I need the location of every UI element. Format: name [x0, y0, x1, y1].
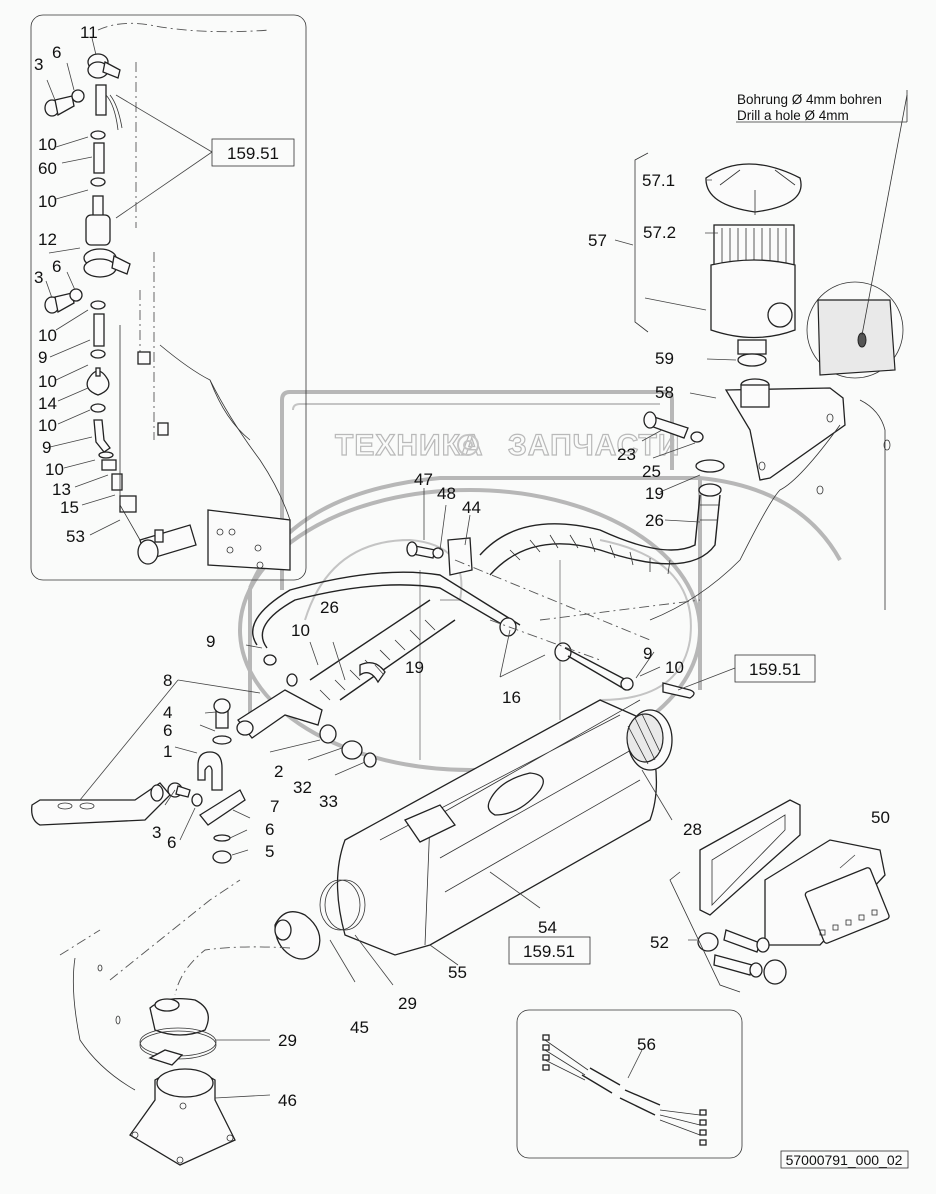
callout[interactable]: 29 — [398, 994, 417, 1013]
detail-view-drill-hole — [806, 281, 904, 379]
callout[interactable]: 6 — [52, 257, 61, 276]
callout[interactable]: 15 — [60, 498, 79, 517]
callout[interactable]: 46 — [278, 1091, 297, 1110]
callout[interactable]: 19 — [645, 484, 664, 503]
callout[interactable]: 48 — [437, 484, 456, 503]
callout[interactable]: 52 — [650, 933, 669, 952]
callout[interactable]: 25 — [642, 462, 661, 481]
callout[interactable]: 10 — [38, 326, 57, 345]
callout[interactable]: 33 — [319, 792, 338, 811]
reference-box[interactable]: 159.51 — [211, 138, 295, 167]
part-3-bolt — [44, 89, 85, 117]
callout[interactable]: 10 — [38, 416, 57, 435]
reference-box[interactable]: 159.51 — [734, 654, 816, 683]
callout[interactable]: 56 — [637, 1035, 656, 1054]
callout[interactable]: 53 — [66, 527, 85, 546]
callout[interactable]: 54 — [538, 918, 557, 937]
callout[interactable]: 26 — [645, 511, 664, 530]
callout[interactable]: 44 — [462, 498, 481, 517]
drill-note-en: Drill a hole Ø 4mm — [737, 108, 849, 123]
callout[interactable]: 58 — [655, 383, 674, 402]
callout[interactable]: 10 — [38, 135, 57, 154]
callout[interactable]: 60 — [38, 159, 57, 178]
callout[interactable]: 16 — [502, 688, 521, 707]
callout[interactable]: 10 — [291, 621, 310, 640]
callout[interactable]: 6 — [163, 721, 172, 740]
callouts: 11 6 3 10 60 10 12 6 3 10 9 10 14 10 9 1… — [34, 23, 890, 1110]
callout[interactable]: 55 — [448, 963, 467, 982]
callout[interactable]: 9 — [42, 438, 51, 457]
callout[interactable]: 19 — [405, 658, 424, 677]
callout[interactable]: 10 — [38, 192, 57, 211]
callout[interactable]: 14 — [38, 394, 57, 413]
callout[interactable]: 29 — [278, 1031, 297, 1050]
drawing-number: 57000791_000_02 — [780, 1150, 909, 1169]
exhaust-parts — [72, 957, 236, 1166]
callout[interactable]: 12 — [38, 230, 57, 249]
callout[interactable]: 10 — [45, 460, 64, 479]
reference-box[interactable]: 159.51 — [508, 936, 591, 965]
callout[interactable]: 47 — [414, 470, 433, 489]
hoses-and-fittings — [252, 537, 701, 701]
callout[interactable]: 5 — [265, 842, 274, 861]
callout[interactable]: 50 — [871, 808, 890, 827]
callout[interactable]: 2 — [274, 762, 283, 781]
callout[interactable]: 59 — [655, 349, 674, 368]
drill-note-de: Bohrung Ø 4mm bohren — [737, 92, 882, 107]
callout[interactable]: 26 — [320, 598, 339, 617]
callout[interactable]: 4 — [163, 703, 172, 722]
leader-lines — [45, 37, 856, 1099]
reference-label: 159.51 — [523, 942, 575, 961]
callout[interactable]: 3 — [152, 823, 161, 842]
callout[interactable]: 11 — [80, 23, 98, 42]
callout[interactable]: 9 — [206, 632, 215, 651]
callout[interactable]: 6 — [167, 833, 176, 852]
callout[interactable]: 57.2 — [643, 223, 676, 242]
heater-unit — [174, 699, 673, 996]
callout[interactable]: 32 — [293, 778, 312, 797]
callout[interactable]: 6 — [52, 43, 61, 62]
callout[interactable]: 13 — [52, 480, 71, 499]
wiring-harness-inset — [516, 1009, 743, 1159]
callout[interactable]: 6 — [265, 820, 274, 839]
exhaust-bracket-parts — [31, 689, 377, 981]
callout[interactable]: 57.1 — [642, 171, 675, 190]
callout[interactable]: 3 — [34, 268, 43, 287]
controller-unit — [669, 799, 890, 993]
callout[interactable]: 3 — [34, 55, 43, 74]
fuel-system-inset — [30, 14, 307, 581]
callout[interactable]: 10 — [665, 658, 684, 677]
reference-label: 159.51 — [749, 660, 801, 679]
watermark-text-right: ЗАПЧАСТИ — [508, 429, 680, 462]
callout[interactable]: 9 — [38, 348, 47, 367]
drawing-number-label: 57000791_000_02 — [786, 1152, 903, 1168]
watermark: ТЕХНИКА ЗАПЧАСТИ — [238, 390, 842, 772]
air-intake-filter — [479, 90, 908, 621]
gear-icon — [457, 434, 479, 456]
callout[interactable]: 57 — [588, 231, 607, 250]
watermark-text-left: ТЕХНИКА — [335, 429, 484, 462]
reference-label: 159.51 — [227, 144, 279, 163]
callout[interactable]: 1 — [163, 742, 172, 761]
callout[interactable]: 45 — [350, 1018, 369, 1037]
callout[interactable]: 7 — [270, 797, 279, 816]
callout[interactable]: 23 — [617, 445, 636, 464]
callout[interactable]: 9 — [643, 644, 652, 663]
callout[interactable]: 8 — [163, 671, 172, 690]
callout[interactable]: 10 — [38, 372, 57, 391]
part-11-clamp — [87, 53, 121, 79]
callout[interactable]: 28 — [683, 820, 702, 839]
